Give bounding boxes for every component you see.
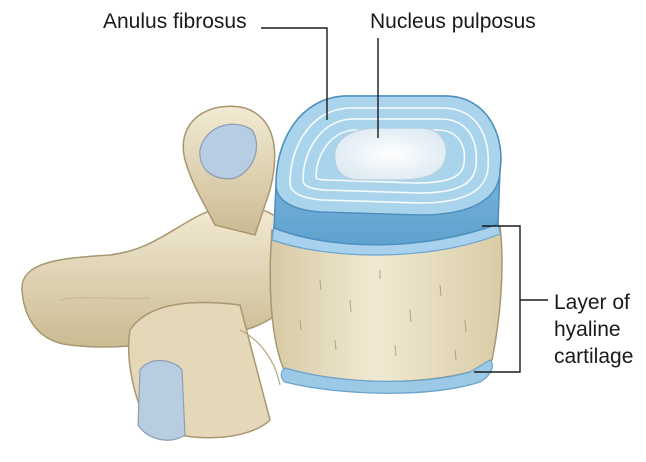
- leader-line-cartilage-bracket: [474, 225, 521, 373]
- leader-lines: [261, 27, 548, 373]
- leader-line-anulus: [261, 27, 328, 120]
- label-hyaline-line-1: Layer of: [554, 291, 630, 314]
- vertebral-processes: [21, 105, 291, 441]
- label-anulus-fibrosus: Anulus fibrosus: [103, 10, 247, 33]
- label-hyaline-line-2: hyaline: [554, 318, 621, 341]
- lower-hyaline-cartilage: [280, 359, 493, 394]
- label-hyaline-cartilage: Layer of hyaline cartilage: [554, 289, 633, 370]
- label-nucleus-pulposus: Nucleus pulposus: [370, 10, 536, 33]
- anulus-lamellae: [289, 107, 490, 204]
- label-hyaline-line-3: cartilage: [554, 345, 634, 368]
- nucleus-pulposus: [334, 127, 447, 181]
